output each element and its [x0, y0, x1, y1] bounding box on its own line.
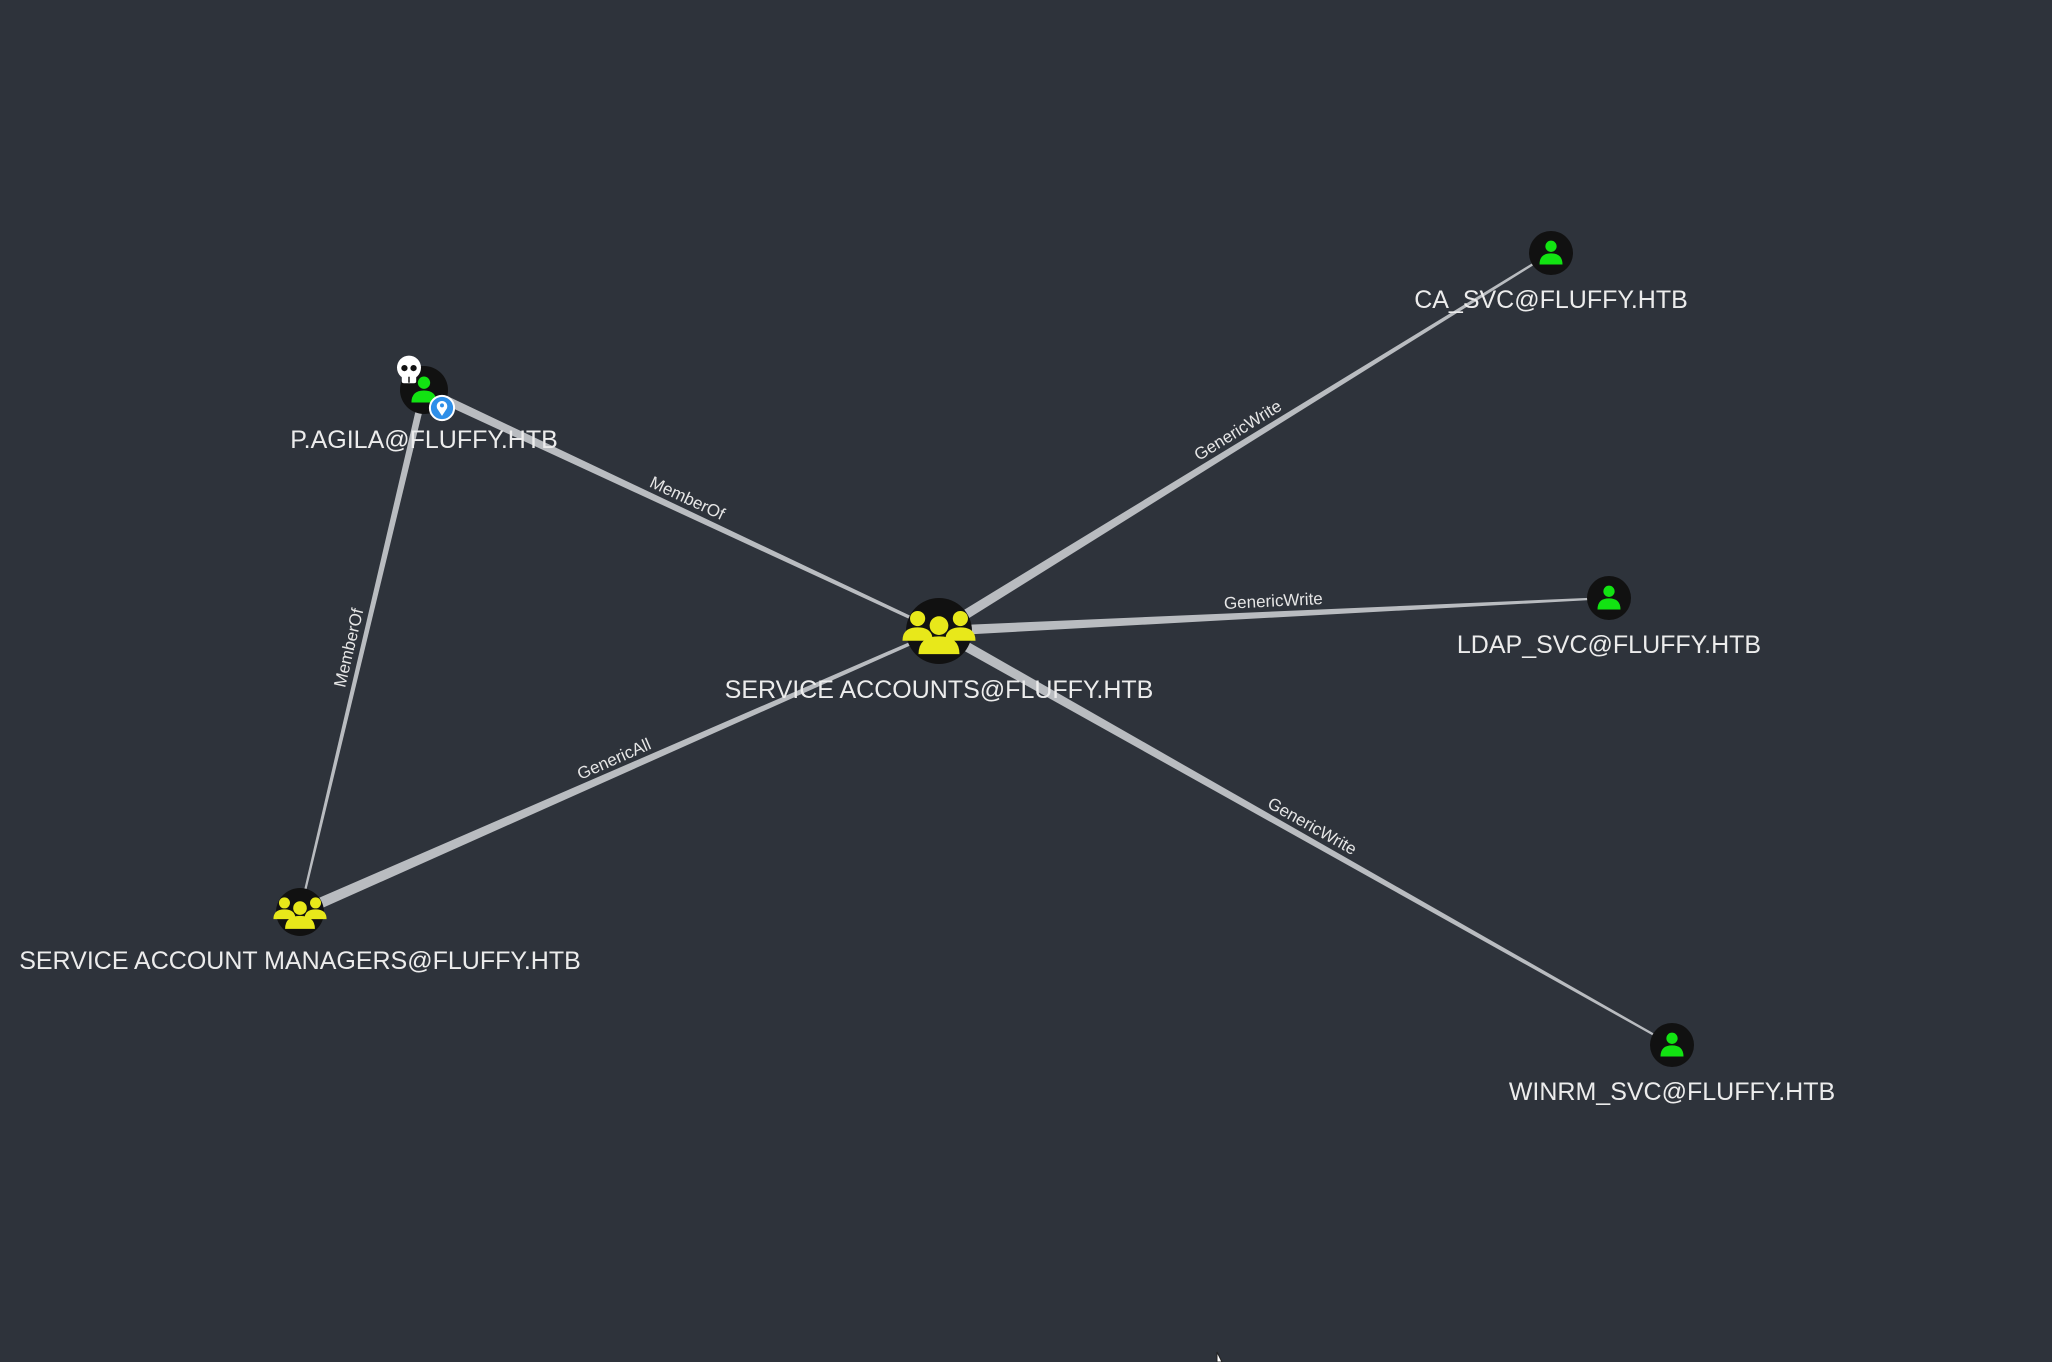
node-label: P.AGILA@FLUFFY.HTB	[290, 426, 558, 454]
edge-svc_accounts-ca_svc[interactable]	[936, 252, 1552, 636]
node-winrm_svc[interactable]: WINRM_SVC@FLUFFY.HTB	[1509, 1023, 1835, 1106]
mouse-cursor-icon	[1216, 1351, 1223, 1362]
edge-svc_managers-p_agila[interactable]	[299, 389, 428, 913]
skull-icon	[397, 355, 421, 384]
start-pin-icon	[428, 394, 456, 422]
edge-svc_accounts-ldap_svc[interactable]	[938, 597, 1609, 636]
edge-svc_managers-svc_accounts[interactable]	[297, 629, 940, 917]
edge-p_agila-svc_accounts[interactable]	[422, 385, 940, 633]
nodes-layer: P.AGILA@FLUFFY.HTB SERVICE ACCOUNTS@FLUFF…	[19, 231, 1835, 1106]
node-ca_svc[interactable]: CA_SVC@FLUFFY.HTB	[1414, 231, 1688, 314]
node-label: WINRM_SVC@FLUFFY.HTB	[1509, 1078, 1835, 1106]
node-label: SERVICE ACCOUNTS@FLUFFY.HTB	[725, 676, 1154, 704]
user-icon	[1539, 240, 1563, 265]
user-icon	[1597, 585, 1621, 610]
group-icon	[273, 897, 327, 929]
node-svc_accounts[interactable]: SERVICE ACCOUNTS@FLUFFY.HTB	[725, 598, 1154, 704]
node-circle[interactable]	[1587, 576, 1631, 620]
node-circle[interactable]	[1529, 231, 1573, 275]
node-label: SERVICE ACCOUNT MANAGERS@FLUFFY.HTB	[19, 947, 581, 975]
user-icon	[1660, 1032, 1684, 1057]
node-circle[interactable]	[1650, 1023, 1694, 1067]
edge-svc_accounts-winrm_svc[interactable]	[936, 626, 1673, 1046]
user-icon	[411, 376, 437, 403]
node-label: LDAP_SVC@FLUFFY.HTB	[1457, 631, 1761, 659]
edges-layer	[297, 252, 1673, 1046]
node-ldap_svc[interactable]: LDAP_SVC@FLUFFY.HTB	[1457, 576, 1761, 659]
group-icon	[902, 610, 976, 655]
node-p_agila[interactable]: P.AGILA@FLUFFY.HTB	[290, 355, 558, 454]
node-label: CA_SVC@FLUFFY.HTB	[1414, 286, 1688, 314]
node-svc_managers[interactable]: SERVICE ACCOUNT MANAGERS@FLUFFY.HTB	[19, 888, 581, 975]
edge-label: GenericWrite	[1223, 589, 1323, 613]
